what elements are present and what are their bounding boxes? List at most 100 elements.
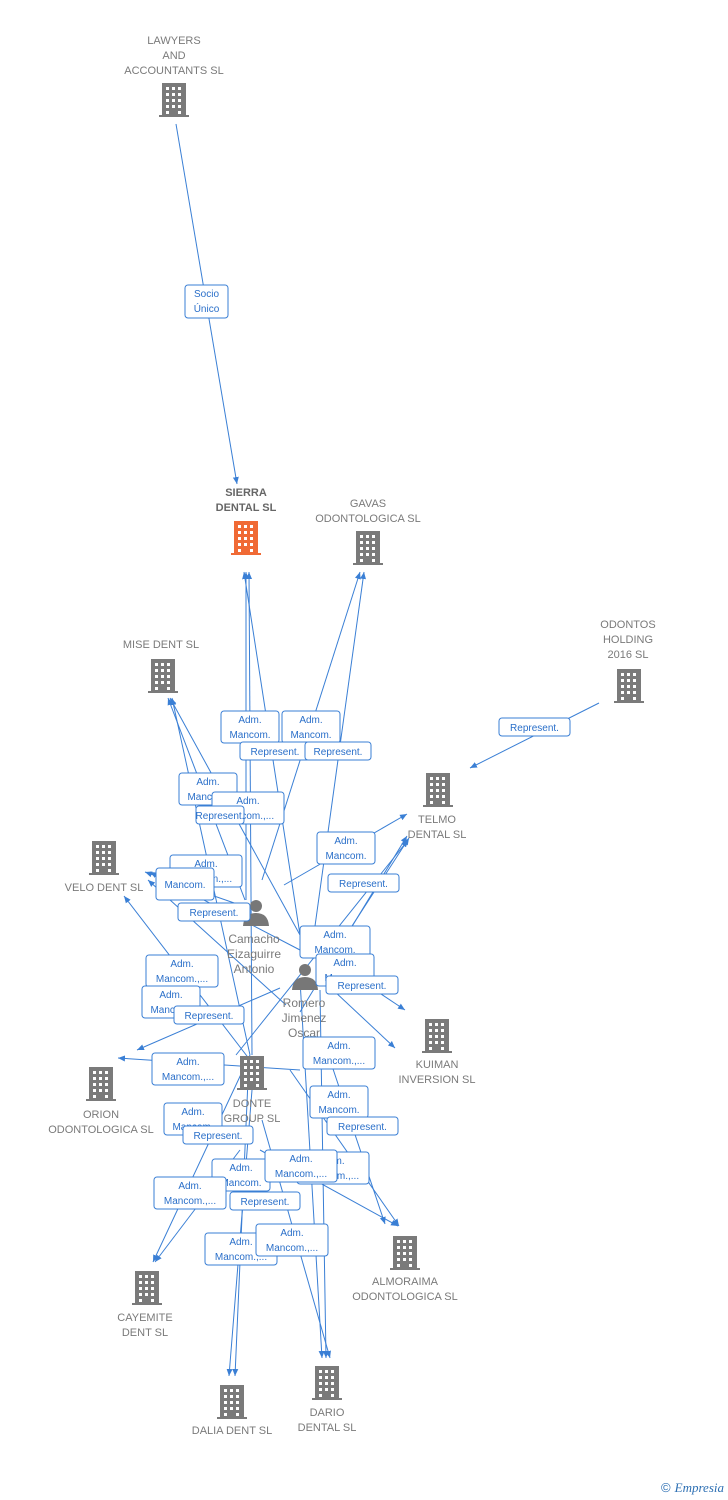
edge-line [329, 1059, 386, 1225]
edge-labels: SocioÚnicoAdm.Mancom.Adm.Mancom.Represen… [141, 284, 571, 1266]
edge-label-text: Adm. [170, 959, 193, 970]
edge-label-text: Adm. [194, 859, 217, 870]
node-label: TELMO [418, 814, 456, 826]
edge-line [147, 879, 287, 1006]
edge-label-text: Adm. [327, 1090, 350, 1101]
edge-label-text: Adm. [323, 930, 346, 941]
building-icon [422, 1019, 452, 1053]
node-velo[interactable]: VELO DENT SL [65, 841, 144, 894]
node-label: MISE DENT SL [123, 639, 199, 651]
building-icon [159, 83, 189, 117]
edge-label[interactable]: Represent. [327, 873, 400, 893]
building-icon [390, 1236, 420, 1270]
edge-line [310, 571, 367, 956]
node-sierra[interactable]: SIERRA DENTAL SL [216, 487, 277, 555]
edge-label[interactable]: Adm. Mancom. [309, 1085, 369, 1119]
edge-label[interactable]: Represent. [239, 741, 311, 761]
edge-label[interactable]: Represent. [326, 1116, 399, 1136]
edge-label-text: Mancom. [220, 1178, 261, 1189]
edge-label-text: Represent. [241, 1197, 290, 1208]
edge-label[interactable]: Represent. [498, 717, 571, 737]
edge-label-text: Adm. [333, 958, 356, 969]
node-label: DARIO [310, 1407, 345, 1419]
edge-label[interactable]: Adm.Mancom.,... [302, 1036, 376, 1070]
edge-label[interactable]: Represent. [304, 741, 372, 761]
edge-label-box [327, 873, 400, 893]
edge-label-box [304, 741, 372, 761]
edge-label[interactable]: Adm.Mancom.,... [153, 1176, 227, 1210]
edge-label[interactable]: Represent. [173, 1005, 245, 1025]
edge-label-text: Adm. [229, 1237, 252, 1248]
node-label: DENTAL SL [298, 1422, 357, 1434]
edge-label-text: Adm. [176, 1057, 199, 1068]
edge-label[interactable]: Adm.Mancom. [299, 925, 371, 959]
edge-label[interactable]: Adm.Mancom. [316, 831, 376, 865]
node-label: CAYEMITE [117, 1312, 172, 1324]
edge-label[interactable]: Represent. [195, 805, 245, 825]
edge-label[interactable]: Adm.Mancom. [220, 710, 280, 744]
edge-label-box [498, 717, 571, 737]
edge-label-text: Mancom.,... [222, 811, 274, 822]
node-label: DONTE [233, 1098, 272, 1110]
edge-label[interactable]: Represent. [177, 902, 251, 922]
edge-label[interactable]: Adm.Mancom.,... [151, 1052, 225, 1086]
edge-label[interactable]: Represent. [229, 1191, 301, 1211]
edge-label-text: Mancom. [318, 1105, 359, 1116]
node-label: SIERRA [225, 487, 267, 499]
edge-label[interactable]: Adm.Mancom.,... [264, 1149, 338, 1183]
node-label: AND [162, 50, 185, 62]
building-icon [148, 659, 178, 693]
edge-label-box [182, 1125, 254, 1145]
building-icon [217, 1385, 247, 1419]
edge-label-text: Adm. [289, 1154, 312, 1165]
edge-label[interactable]: Represent. [325, 975, 399, 995]
edge-label[interactable]: Adm.Mancom. [281, 710, 341, 744]
node-dalia[interactable]: DALIA DENT SL [192, 1385, 273, 1437]
edge-label-text: Adm. [236, 796, 259, 807]
edge-label-box [255, 1223, 329, 1257]
building-icon [86, 1067, 116, 1101]
edge-label-text: Socio [194, 289, 219, 300]
edge-label-text: Represent. [251, 747, 300, 758]
node-label: ODONTOS [600, 619, 655, 631]
edge-label[interactable]: Adm.Mancom.,... [255, 1223, 329, 1257]
edge-line [289, 1069, 400, 1227]
edge-label[interactable]: Mancom. [155, 867, 215, 901]
edge-label-text: Mancom.,... [313, 1056, 365, 1067]
edge-label-text: Represent. [196, 811, 245, 822]
edge-label-box [195, 805, 245, 825]
edge-label-box [153, 1176, 227, 1210]
node-label: KUIMAN [416, 1059, 459, 1071]
edge-label[interactable]: Represent. [182, 1125, 254, 1145]
node-label: VELO DENT SL [65, 882, 144, 894]
edge-label-text: Adm. [196, 777, 219, 788]
building-icon [132, 1271, 162, 1305]
edge-label-box [325, 975, 399, 995]
edge-label-text: Adm. [178, 1181, 201, 1192]
node-label: INVERSION SL [398, 1074, 475, 1086]
node-kuiman[interactable]: KUIMAN INVERSION SL [398, 1019, 476, 1086]
edge-label-text: Mancom. [290, 730, 331, 741]
edge-label[interactable]: Adm.Mancom.,... [145, 954, 219, 988]
brand-logo: Empresia [674, 1480, 724, 1495]
node-misedent[interactable]: MISE DENT SL [123, 639, 199, 693]
edge-label-text: Mancom. [164, 880, 205, 891]
node-label: DENTAL SL [216, 502, 277, 514]
edge-label-text: Mancom. [187, 792, 228, 803]
node-dario[interactable]: DARIO DENTAL SL [298, 1366, 357, 1434]
footer-brand[interactable]: ©Empresia [661, 1480, 724, 1496]
node-label: DALIA DENT SL [192, 1425, 273, 1437]
building-icon [353, 531, 383, 565]
